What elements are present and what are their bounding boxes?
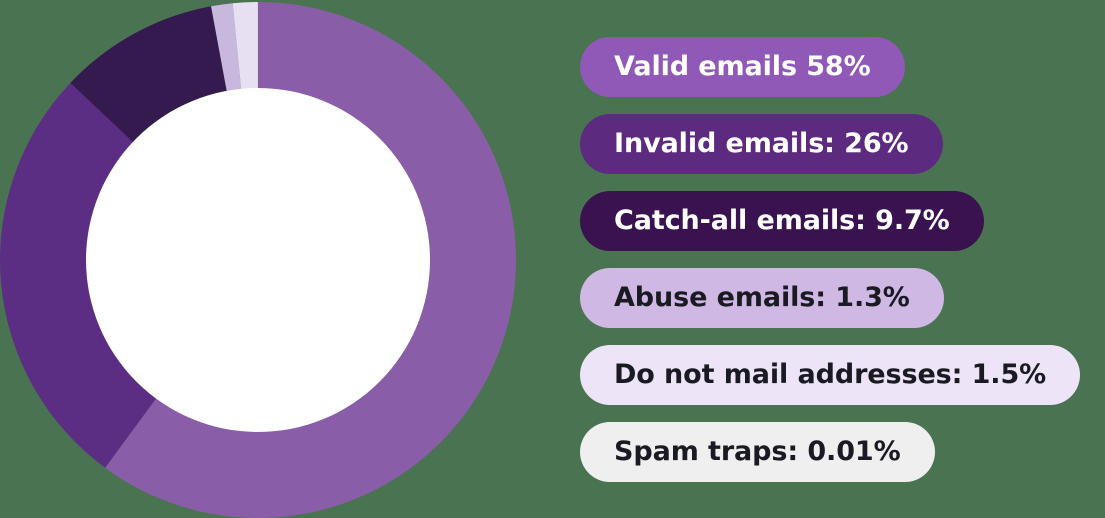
legend-item-label: Do not mail addresses: 1.5% (614, 359, 1047, 390)
legend-item-invalid-emails[interactable]: Invalid emails: 26% (580, 113, 943, 174)
donut-chart-svg (0, 1, 517, 518)
legend-item-label: Abuse emails: 1.3% (614, 282, 910, 313)
donut-center-hole (86, 88, 430, 432)
legend-item-catch-all-emails[interactable]: Catch-all emails: 9.7% (580, 190, 984, 251)
legend-item-label: Catch-all emails: 9.7% (614, 205, 950, 236)
legend-item-label: Spam traps: 0.01% (614, 436, 901, 467)
chart-legend: Valid emails 58% Invalid emails: 26% Catch… (520, 0, 1105, 518)
donut-chart (0, 0, 520, 518)
legend-list: Valid emails 58% Invalid emails: 26% Catch… (580, 36, 1105, 482)
legend-item-valid-emails[interactable]: Valid emails 58% (580, 36, 905, 97)
legend-item-do-not-mail-addresses[interactable]: Do not mail addresses: 1.5% (580, 344, 1081, 405)
legend-item-spam-traps[interactable]: Spam traps: 0.01% (580, 421, 935, 482)
legend-item-label: Valid emails 58% (614, 51, 871, 82)
legend-item-label: Invalid emails: 26% (614, 128, 909, 159)
legend-item-abuse-emails[interactable]: Abuse emails: 1.3% (580, 267, 944, 328)
